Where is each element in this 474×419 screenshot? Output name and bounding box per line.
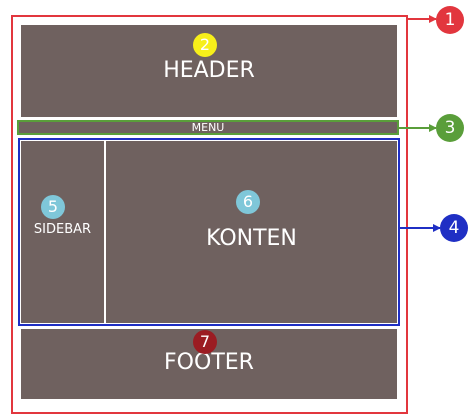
badge-5: 5	[41, 195, 65, 219]
konten-block	[106, 141, 397, 323]
badge-4: 4	[440, 214, 468, 242]
konten-label: KONTEN	[206, 226, 297, 251]
sidebar-label: SIDEBAR	[33, 222, 92, 237]
footer-label: FOOTER	[164, 350, 254, 375]
menu-block	[17, 120, 399, 135]
badge-6: 6	[236, 190, 260, 214]
badge-2: 2	[193, 33, 217, 57]
outer-container	[11, 15, 408, 414]
badge-1: 1	[436, 6, 464, 34]
badge-3: 3	[436, 114, 464, 142]
content-wrapper	[18, 138, 400, 326]
badge-7: 7	[193, 330, 217, 354]
menu-label: MENU	[191, 121, 225, 134]
sidebar-block	[21, 141, 104, 323]
sidebar-divider	[104, 141, 106, 323]
header-label: HEADER	[163, 58, 255, 83]
